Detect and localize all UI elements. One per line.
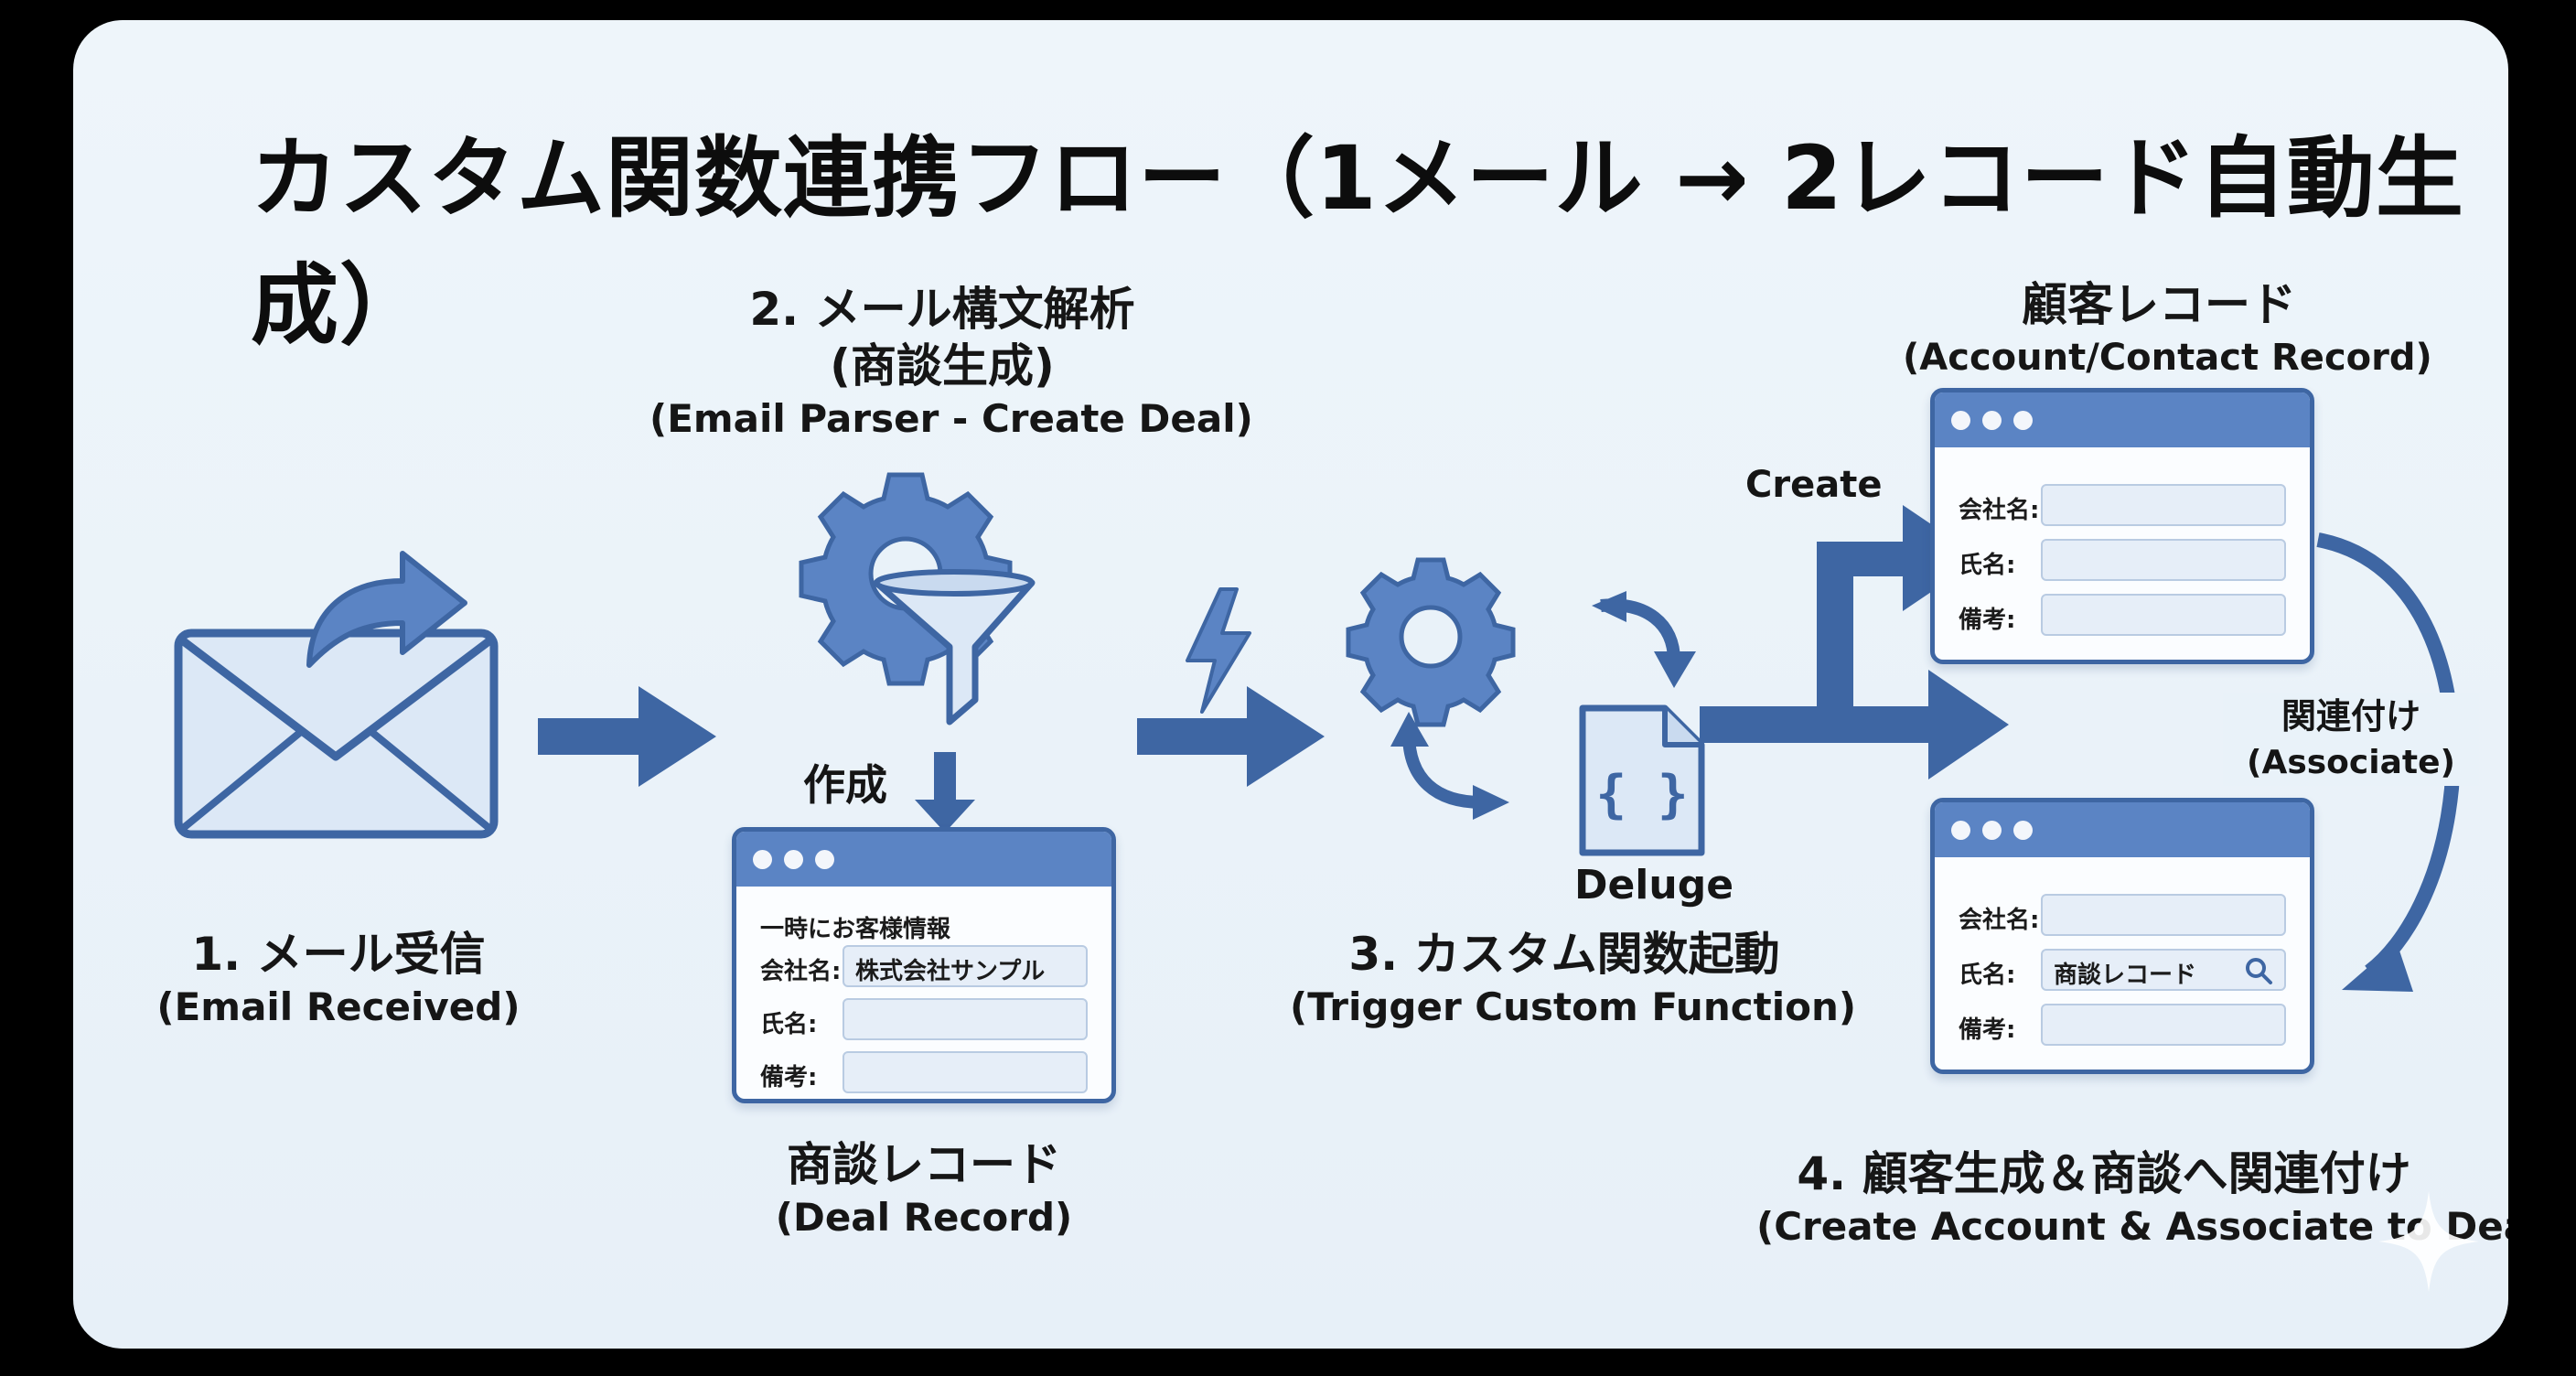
search-icon[interactable] [2244,956,2273,985]
step1-subtitle: (Email Received) [156,984,521,1029]
deal-caption-jp: 商談レコード [787,1138,1061,1191]
email-forward-icon [174,551,499,839]
field-label: 備考: [1959,1016,2016,1044]
window-titlebar [1935,392,2310,447]
field-label: 氏名: [760,1011,818,1038]
name-field[interactable] [2041,539,2286,581]
field-label: 氏名: [1959,962,2016,989]
notes-field[interactable] [2041,1004,2286,1046]
down-arrow-icon [915,752,975,833]
step2-label: 2. メール構文解析 (商談生成) (Email Parser - Create… [649,281,1253,444]
company-field[interactable] [2041,894,2286,936]
field-label: 会社名: [1959,497,2040,524]
notes-field[interactable] [843,1051,1088,1093]
account-field-row: 備考: [1935,594,2310,638]
step3-title: 3. カスタム関数起動 [1348,928,1780,981]
assoc-field-row: 備考: [1935,1004,2310,1048]
company-field[interactable] [2041,484,2286,526]
window-dot-icon [1951,411,1970,430]
step3-label: 3. カスタム関数起動 (Trigger Custom Function) [1290,926,1857,1032]
name-field[interactable] [843,998,1088,1040]
diagram-canvas: カスタム関数連携フロー（1メール → 2レコード自動生成） 1. メール受信 (… [73,20,2508,1349]
assoc-field-row: 氏名: 商談レコード [1935,949,2310,993]
associated-record-window: 会社名: 氏名: 商談レコード 備考: [1930,798,2314,1074]
gear-funnel-icon [799,472,1036,726]
deal-field-row: 備考: [736,1051,1111,1095]
window-dot-icon [2013,821,2033,840]
step1-label: 1. メール受信 (Email Received) [156,926,521,1032]
account-field-row: 会社名: [1935,484,2310,528]
company-field[interactable]: 株式会社サンプル [843,945,1088,987]
svg-text:{ }: { } [1595,765,1688,824]
account-record-window: 会社名: 氏名: 備考: [1930,388,2314,664]
associate-jp: 関連付け [2281,696,2420,736]
associate-label: 関連付け (Associate) [2223,693,2479,786]
deal-record-caption: 商談レコード (Deal Record) [741,1136,1107,1242]
step3-subtitle: (Trigger Custom Function) [1290,984,1857,1029]
notes-field[interactable] [2041,594,2286,636]
deal-field-row: 会社名: 株式会社サンプル [736,945,1111,989]
step4-subtitle: (Create Account & Associate to Deal) [1756,1204,2508,1249]
field-label: 会社名: [760,958,842,985]
deal-lookup-field[interactable]: 商談レコード [2041,949,2286,991]
gear-code-icon: { } [1346,557,1705,856]
assoc-field-row: 会社名: [1935,894,2310,938]
step4-label: 4. 顧客生成＆商談へ関連付け (Create Account & Associ… [1756,1145,2508,1252]
deal-caption-en: (Deal Record) [775,1195,1073,1240]
account-caption-jp: 顧客レコード [2022,278,2296,331]
field-label: 備考: [1959,607,2016,634]
flow-arrow-1 [538,686,716,787]
field-label: 会社名: [1959,907,2040,934]
account-caption-en: (Account/Contact Record) [1903,337,2432,379]
deal-record-window: 一時にお客様情報 会社名: 株式会社サンプル 氏名: 備考: [732,827,1116,1103]
account-record-caption: 顧客レコード (Account/Contact Record) [1903,276,2432,382]
sparkle-icon [2378,1191,2479,1292]
window-dot-icon [815,850,834,869]
diagram-title: カスタム関数連携フロー（1メール → 2レコード自動生成） [251,127,2464,357]
account-field-row: 氏名: [1935,539,2310,583]
field-label: 氏名: [1959,552,2016,579]
associate-en: (Associate) [2247,744,2455,781]
window-dot-icon [1982,411,2002,430]
step2-subtitle: (Email Parser - Create Deal) [649,396,1253,441]
create-jp-label: 作成 [803,760,887,810]
step1-title: 1. メール受信 [191,928,486,981]
field-label: 備考: [760,1064,818,1091]
lightning-icon [1186,587,1251,714]
step2-title-sub: (商談生成) [830,339,1055,392]
flow-arrow-2 [1137,686,1325,787]
deluge-label: Deluge [1573,862,1734,908]
window-dot-icon [784,850,803,869]
window-dot-icon [753,850,772,869]
deal-field-row: 氏名: [736,998,1111,1042]
deal-note: 一時にお客様情報 [760,916,951,943]
step2-title: 2. メール構文解析 [749,283,1135,336]
window-titlebar [736,832,1111,887]
window-dot-icon [1982,821,2002,840]
create-en-label: Create [1745,464,1883,506]
window-dot-icon [2013,411,2033,430]
window-dot-icon [1951,821,1970,840]
window-titlebar [1935,802,2310,857]
step4-title: 4. 顧客生成＆商談へ関連付け [1797,1147,2411,1200]
